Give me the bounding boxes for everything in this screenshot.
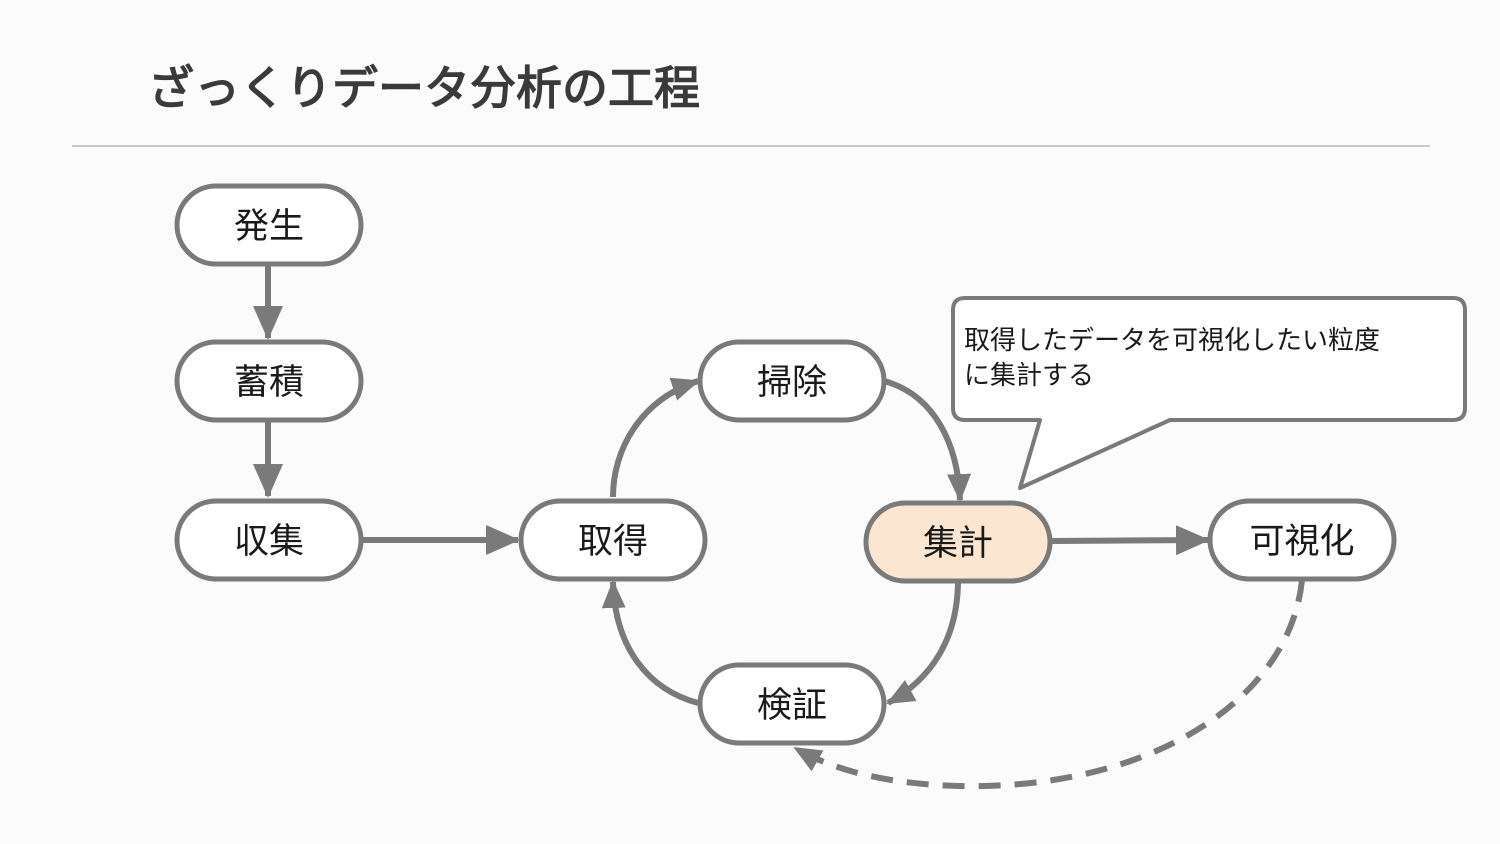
node-label: 収集 xyxy=(234,522,304,562)
title-divider xyxy=(72,145,1430,147)
node-soji: 掃除 xyxy=(697,339,887,423)
node-label: 集計 xyxy=(923,524,993,564)
arrow-shukei-to-kashika xyxy=(1051,525,1210,556)
node-label: 可視化 xyxy=(1249,522,1354,562)
node-chikuseki: 蓄積 xyxy=(174,339,364,423)
node-label: 蓄積 xyxy=(234,363,304,403)
node-label: 発生 xyxy=(234,207,304,247)
arrow-shutoku-to-soji xyxy=(610,377,700,498)
arrow-shukei-to-kensho xyxy=(886,579,961,706)
node-shukei-highlighted: 集計 xyxy=(863,500,1053,584)
arrow-soji-to-shukei xyxy=(883,378,972,502)
page-title: ざっくりデータ分析の工程 xyxy=(148,61,700,115)
node-label: 掃除 xyxy=(757,363,827,403)
node-label: 取得 xyxy=(578,522,648,562)
node-label: 検証 xyxy=(757,686,827,726)
node-shushu: 収集 xyxy=(174,498,364,582)
node-hassei: 発生 xyxy=(174,183,364,267)
node-shutoku: 取得 xyxy=(518,498,708,582)
callout-text: 取得したデータを可視化したい粒度 に集計する xyxy=(964,324,1444,394)
callout-bubble xyxy=(951,296,1467,490)
callout-line-1: 取得したデータを可視化したい粒度 xyxy=(964,326,1381,356)
node-kensho: 検証 xyxy=(697,662,887,746)
arrow-kensho-to-shutoku xyxy=(601,580,699,706)
callout-line-2: に集計する xyxy=(964,361,1095,391)
arrow-kashika-to-kensho-dashed xyxy=(793,579,1305,790)
node-kashika: 可視化 xyxy=(1207,498,1397,582)
connectors xyxy=(253,265,1305,790)
